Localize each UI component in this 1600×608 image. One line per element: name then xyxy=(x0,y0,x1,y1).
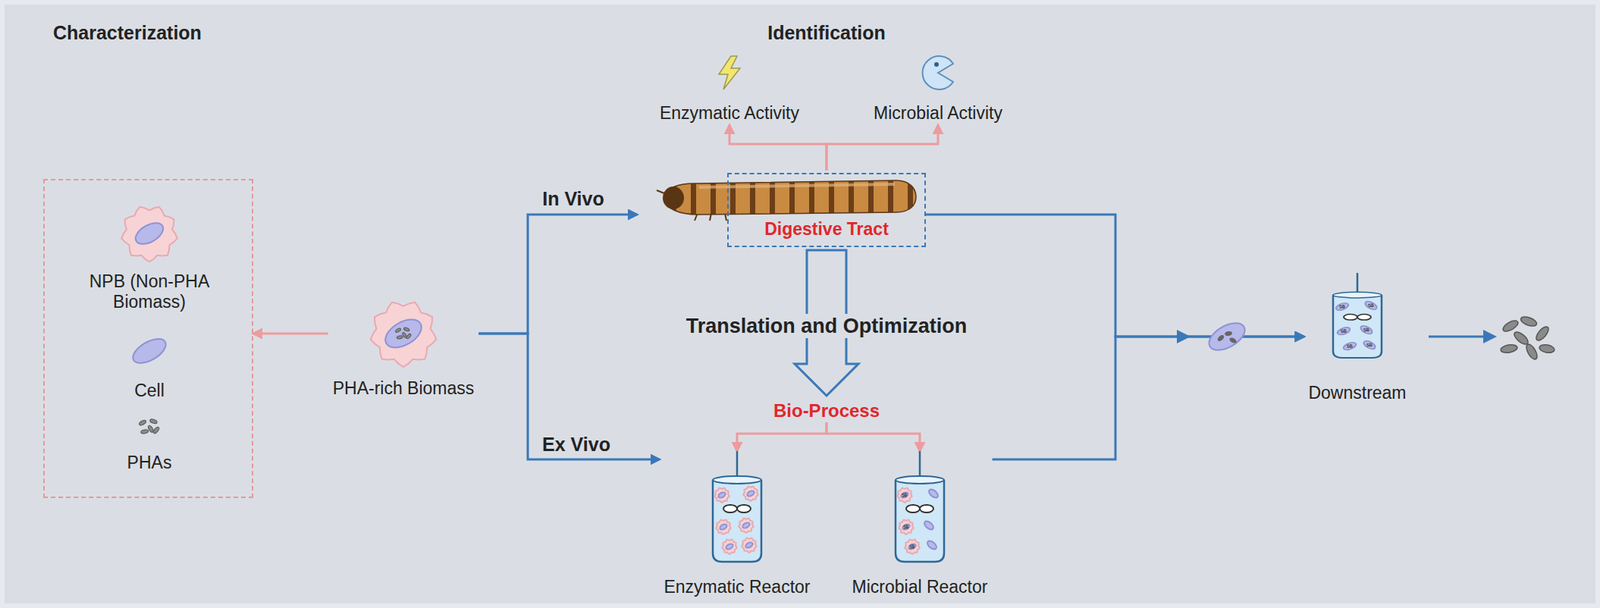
connector-arrow xyxy=(925,214,1304,337)
edge-label: Translation and Optimization xyxy=(681,313,973,339)
arrow-head xyxy=(1176,329,1191,344)
process-node: PHAs xyxy=(122,411,177,474)
cell-icon xyxy=(1204,317,1249,356)
connector-arrow xyxy=(478,214,637,334)
process-node: Bio-Process xyxy=(768,400,885,421)
node-text: Enzymatic Reactor xyxy=(663,577,810,598)
process-node: Enzymatic Reactor xyxy=(658,451,815,598)
node-text: Enzymatic Activity xyxy=(659,103,800,124)
node-text: Microbial Activity xyxy=(873,103,1003,124)
process-node: NPB (Non-PHA Biomass) xyxy=(53,203,245,313)
column-heading: Characterization xyxy=(53,21,202,44)
icon xyxy=(714,54,745,91)
edge-label: Ex Vivo xyxy=(537,432,615,457)
node-text: PHAs xyxy=(127,452,173,474)
connector-arrow xyxy=(992,336,1305,460)
pha-granules-icon xyxy=(1499,315,1555,361)
connector-arrow xyxy=(737,422,827,452)
process-node: PHA-rich Biomass xyxy=(328,299,480,399)
process-node: Microbial Reactor xyxy=(847,451,993,598)
node-text: Microbial Reactor xyxy=(852,577,989,598)
icon xyxy=(919,54,957,91)
process-node: Enzymatic Activity xyxy=(655,54,804,124)
icon xyxy=(365,299,442,368)
connector-arrow xyxy=(826,422,920,452)
connector-arrow xyxy=(253,332,329,336)
process-node: Downstream xyxy=(1303,272,1411,404)
node-text: Downstream xyxy=(1308,382,1406,404)
node-text: PHA-rich Biomass xyxy=(332,378,475,399)
process-node: Cell xyxy=(122,332,177,402)
connector-arrow xyxy=(826,125,939,171)
icon xyxy=(1327,272,1388,361)
edge-label: In Vivo xyxy=(537,186,609,211)
icon xyxy=(706,451,768,565)
icon xyxy=(889,451,951,565)
arrow-line xyxy=(1428,335,1485,339)
icon xyxy=(126,332,173,371)
column-heading: Identification xyxy=(767,21,886,44)
connector-arrow xyxy=(729,125,827,171)
node-text: Bio-Process xyxy=(773,400,880,421)
icon xyxy=(134,411,165,443)
arrow-head xyxy=(1483,329,1497,344)
characterization-box: NPB (Non-PHA Biomass) CellPHAs xyxy=(43,178,254,499)
process-node: Microbial Activity xyxy=(869,54,1008,124)
icon xyxy=(115,203,184,264)
node-text: Cell xyxy=(134,380,165,402)
node-text: NPB (Non-PHA Biomass) xyxy=(58,271,241,313)
node-text: Digestive Tract xyxy=(727,219,926,240)
connector-arrow xyxy=(478,333,659,460)
digestive-tract-box: Digestive Tract xyxy=(636,170,926,248)
